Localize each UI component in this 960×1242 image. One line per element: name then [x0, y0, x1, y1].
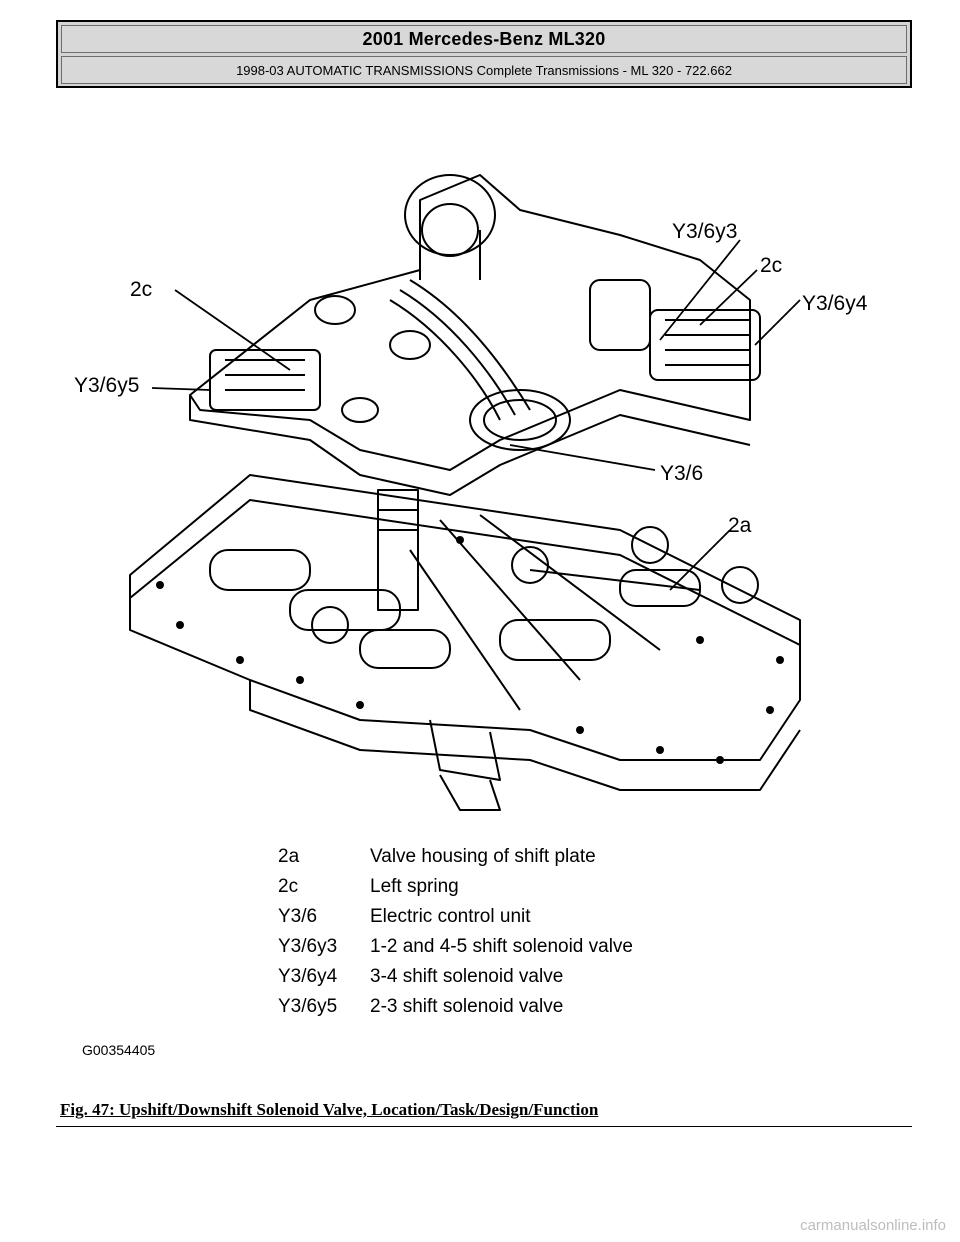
legend-code: 2a [278, 846, 300, 867]
legend: 2a Valve housing of shift plate 2c Left … [278, 846, 633, 1017]
callout-2c-right: 2c [760, 254, 782, 277]
control-unit-outline [189, 174, 751, 471]
header-title-row: 2001 Mercedes-Benz ML320 [61, 25, 907, 53]
legend-description: Electric control unit [370, 906, 531, 927]
callout-y3-6y5: Y3/6y5 [74, 374, 139, 397]
page-subtitle: 1998-03 AUTOMATIC TRANSMISSIONS Complete… [236, 62, 732, 78]
leader-lines [151, 239, 801, 591]
legend-code: Y3/6y4 [278, 966, 338, 987]
callout-y3-6y3: Y3/6y3 [672, 220, 737, 243]
callout-y3-6y4: Y3/6y4 [802, 292, 868, 315]
figure-image-id: G00354405 [82, 1042, 155, 1058]
legend-code: Y3/6 [278, 906, 317, 927]
legend-description: 1-2 and 4-5 shift solenoid valve [370, 936, 633, 957]
watermark: carmanualsonline.info [800, 1217, 946, 1234]
legend-description: 2-3 shift solenoid valve [370, 996, 563, 1017]
legend-code: 2c [278, 876, 298, 897]
callout-y3-6: Y3/6 [660, 462, 703, 485]
header: 2001 Mercedes-Benz ML320 1998-03 AUTOMAT… [56, 20, 912, 88]
callout-2a: 2a [728, 514, 752, 537]
valve-body-drawing [129, 174, 801, 811]
legend-code: Y3/6y3 [278, 936, 337, 957]
valve-body-illustration: Y3/6y3 2c Y3/6y4 2c Y3/6y5 Y3/6 2a 2a Va… [74, 174, 868, 1058]
legend-description: 3-4 shift solenoid valve [370, 966, 563, 987]
figure: Y3/6y3 2c Y3/6y4 2c Y3/6y5 Y3/6 2a 2a Va… [60, 120, 900, 1070]
callout-2c-left: 2c [130, 278, 152, 301]
figure-caption: Fig. 47: Upshift/Downshift Solenoid Valv… [60, 1100, 599, 1119]
legend-description: Left spring [370, 876, 459, 897]
header-subtitle-row: 1998-03 AUTOMATIC TRANSMISSIONS Complete… [61, 56, 907, 84]
bottom-rule [56, 1126, 912, 1127]
legend-description: Valve housing of shift plate [370, 846, 596, 867]
shift-plate-outline [129, 474, 801, 761]
legend-code: Y3/6y5 [278, 996, 337, 1017]
page-title: 2001 Mercedes-Benz ML320 [362, 28, 606, 49]
